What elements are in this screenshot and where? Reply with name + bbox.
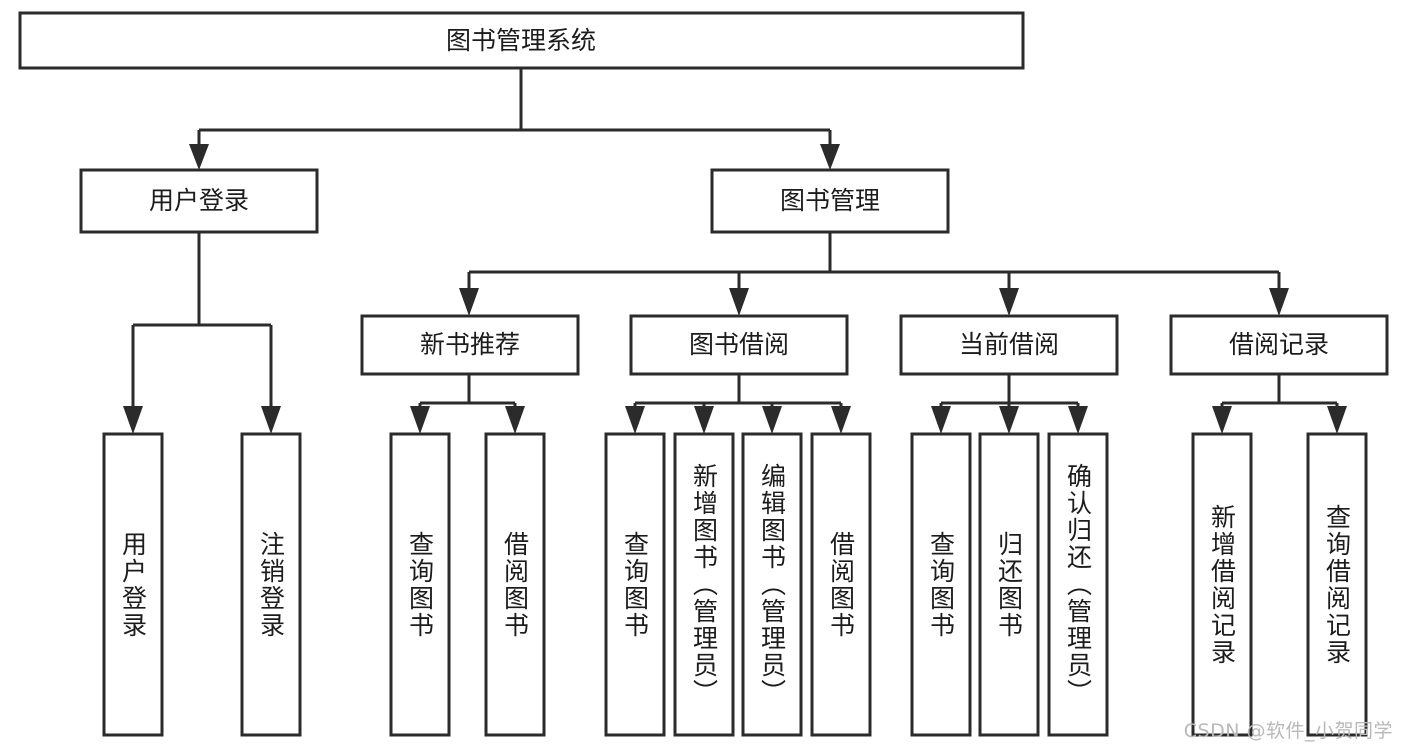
leaf-box-leaf-query-record[interactable] bbox=[1306, 432, 1368, 737]
leaf-box-leaf-return-book[interactable] bbox=[978, 432, 1040, 737]
leaf-box-leaf-user-login[interactable] bbox=[102, 432, 164, 737]
leaf-box-leaf-query-book-current[interactable] bbox=[910, 432, 972, 737]
leaf-box-group bbox=[102, 432, 1368, 737]
node-current-borrow-box[interactable] bbox=[899, 314, 1119, 376]
node-borrow-record[interactable]: 借阅记录 bbox=[1169, 314, 1389, 376]
arrowhead-leaf-user-login bbox=[123, 406, 143, 434]
arrowhead-leaf-logout bbox=[261, 406, 281, 434]
leaf-box-leaf-edit-book[interactable] bbox=[741, 432, 803, 737]
arrowhead-leaf-edit-book bbox=[762, 406, 782, 434]
connector-group-root bbox=[189, 68, 840, 170]
node-user-login-label: 用户登录 bbox=[149, 186, 249, 215]
csdn-watermark: CSDN @软件_小贺同学 bbox=[1183, 720, 1393, 742]
arrowhead-book-borrow bbox=[729, 288, 749, 316]
arrowhead-leaf-query-record bbox=[1327, 406, 1347, 434]
leaf-box-leaf-borrow-book-rec[interactable] bbox=[484, 432, 546, 737]
leaf-box-leaf-query-book-rec[interactable] bbox=[389, 432, 451, 737]
arrowhead-borrow-record bbox=[1269, 288, 1289, 316]
arrowhead-new-book-rec bbox=[459, 288, 479, 316]
leaf-box-leaf-query-book-borrow[interactable] bbox=[604, 432, 666, 737]
leaf-box-leaf-logout[interactable] bbox=[240, 432, 302, 737]
leaf-box-leaf-add-book[interactable] bbox=[673, 432, 735, 737]
arrowhead-leaf-query-book-current bbox=[931, 406, 951, 434]
arrowhead-leaf-query-book-rec bbox=[410, 406, 430, 434]
node-book-borrow[interactable]: 图书借阅 bbox=[629, 314, 849, 376]
node-book-borrow-box[interactable] bbox=[629, 314, 849, 376]
leaf-box-leaf-borrow-book[interactable] bbox=[810, 432, 872, 737]
node-new-book-rec[interactable]: 新书推荐 bbox=[360, 314, 580, 376]
node-borrow-record-label: 借阅记录 bbox=[1229, 330, 1329, 359]
node-book-borrow-label: 图书借阅 bbox=[689, 330, 789, 359]
arrowhead-leaf-borrow-book-rec bbox=[505, 406, 525, 434]
arrowhead-userlogin bbox=[189, 144, 209, 170]
connector-group-bookmanage bbox=[459, 232, 1289, 316]
node-book-manage[interactable]: 图书管理 bbox=[710, 168, 950, 234]
arrowhead-bookmanage bbox=[820, 144, 840, 170]
connector-group-userlogin bbox=[123, 232, 281, 434]
connector-group-newbookrec bbox=[410, 374, 525, 434]
node-new-book-rec-box[interactable] bbox=[360, 314, 580, 376]
node-new-book-rec-label: 新书推荐 bbox=[420, 330, 520, 359]
node-borrow-record-box[interactable] bbox=[1169, 314, 1389, 376]
node-root[interactable]: 图书管理系统 bbox=[18, 11, 1025, 70]
node-root-box[interactable] bbox=[18, 11, 1025, 70]
leaf-box-leaf-add-record[interactable] bbox=[1191, 432, 1253, 737]
arrowhead-leaf-add-record bbox=[1212, 406, 1232, 434]
arrowhead-leaf-add-book bbox=[694, 406, 714, 434]
node-current-borrow[interactable]: 当前借阅 bbox=[899, 314, 1119, 376]
arrowhead-leaf-borrow-book bbox=[831, 406, 851, 434]
connector-group-currentborrow bbox=[931, 374, 1088, 434]
arrowhead-current-borrow bbox=[999, 288, 1019, 316]
node-root-label: 图书管理系统 bbox=[446, 26, 596, 55]
node-current-borrow-label: 当前借阅 bbox=[959, 330, 1059, 359]
connector-group-borrowrecord bbox=[1212, 374, 1347, 434]
arrowhead-leaf-confirm-return bbox=[1068, 406, 1088, 434]
node-user-login[interactable]: 用户登录 bbox=[79, 168, 319, 234]
node-book-manage-label: 图书管理 bbox=[780, 186, 880, 215]
connector-group-bookborrow bbox=[625, 374, 851, 434]
arrowhead-leaf-query-book-borrow bbox=[625, 406, 645, 434]
node-book-manage-box[interactable] bbox=[710, 168, 950, 234]
leaf-box-leaf-confirm-return[interactable] bbox=[1047, 432, 1109, 737]
arrowhead-leaf-return-book bbox=[999, 406, 1019, 434]
node-user-login-box[interactable] bbox=[79, 168, 319, 234]
